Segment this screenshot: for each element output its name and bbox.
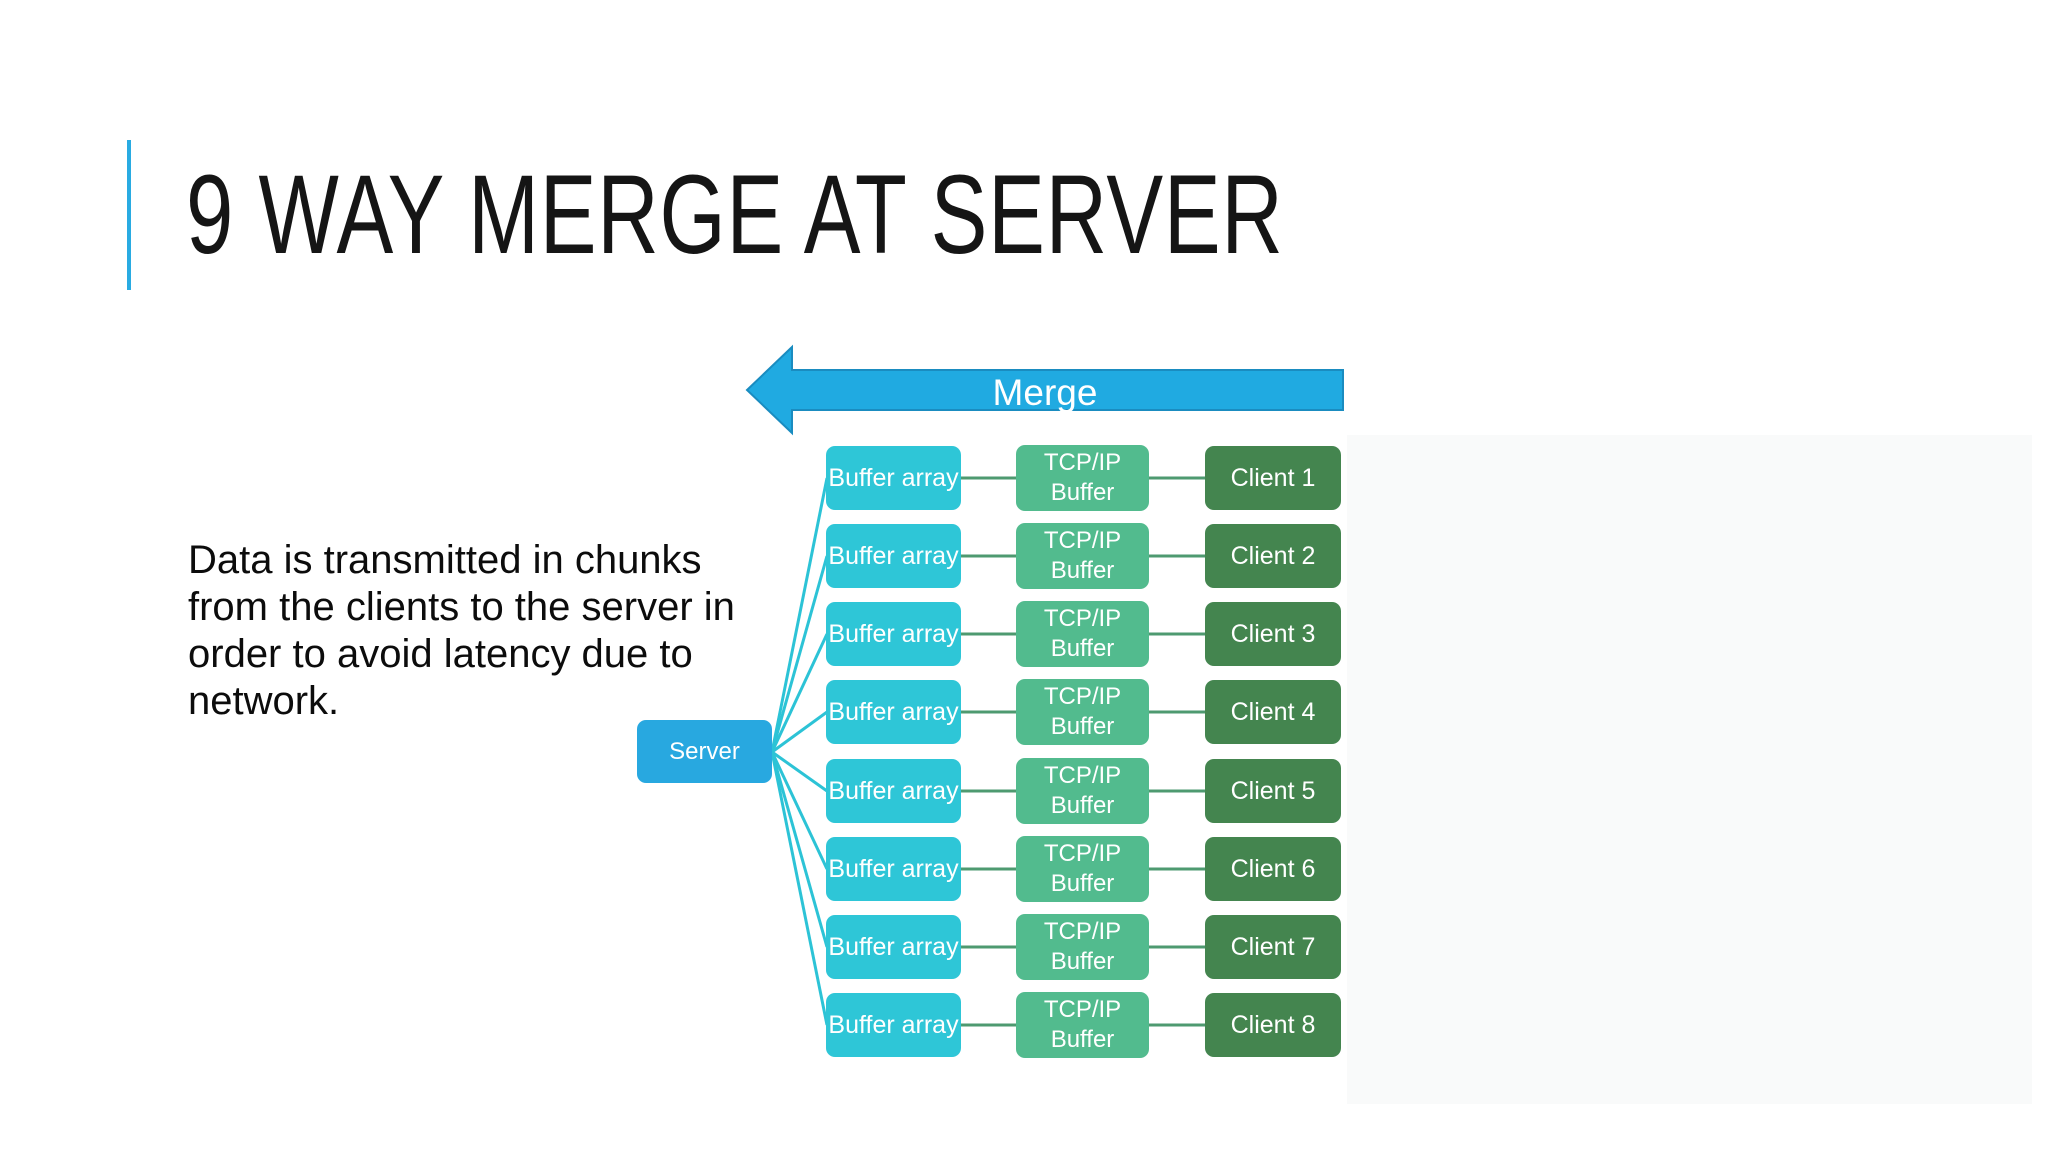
body-paragraph: Data is transmitted in chunks from the c… <box>188 537 735 725</box>
tcp-buffer-node: TCP/IP Buffer <box>1016 679 1149 745</box>
tcp-label-line2: Buffer <box>1050 870 1115 897</box>
tcp-buffer-node: TCP/IP Buffer <box>1016 914 1149 980</box>
buffer-array-node: Buffer array <box>826 759 961 823</box>
tcp-label-line2: Buffer <box>1050 713 1115 740</box>
tcp-buffer-node: TCP/IP Buffer <box>1016 445 1149 511</box>
client-node: Client 3 <box>1205 602 1341 666</box>
tcp-label-line2: Buffer <box>1050 1026 1115 1053</box>
tcp-label-line2: Buffer <box>1050 557 1115 584</box>
client-node: Client 4 <box>1205 680 1341 744</box>
tcp-buffer-node: TCP/IP Buffer <box>1016 992 1149 1058</box>
tcp-buffer-node: TCP/IP Buffer <box>1016 758 1149 824</box>
body-line: from the clients to the server in <box>188 585 735 629</box>
client-node: Client 5 <box>1205 759 1341 823</box>
tcp-buffer-node: TCP/IP Buffer <box>1016 836 1149 902</box>
page-title: 9 WAY MERGE AT SERVER <box>186 152 1284 277</box>
body-line: network. <box>188 679 340 723</box>
tcp-label-line2: Buffer <box>1050 479 1115 506</box>
merge-arrow-label: Merge <box>992 372 1098 413</box>
buffer-array-node: Buffer array <box>826 837 961 901</box>
buffer-array-node: Buffer array <box>826 993 961 1057</box>
tcp-buffer-node: TCP/IP Buffer <box>1016 523 1149 589</box>
client-node: Client 6 <box>1205 837 1341 901</box>
body-line: Data is transmitted in chunks <box>188 538 702 582</box>
buffer-array-node: Buffer array <box>826 680 961 744</box>
tcp-label-line2: Buffer <box>1050 635 1115 662</box>
tcp-label-line1: TCP/IP <box>1043 605 1122 632</box>
buffer-array-node: Buffer array <box>826 602 961 666</box>
tcp-label-line2: Buffer <box>1050 948 1115 975</box>
buffer-array-node: Buffer array <box>826 446 961 510</box>
buffer-tcp-lines <box>955 476 1022 1027</box>
buffer-array-node: Buffer array <box>826 524 961 588</box>
tcp-label-line1: TCP/IP <box>1043 683 1122 710</box>
tcp-label-line2: Buffer <box>1050 792 1115 819</box>
tcp-label-line1: TCP/IP <box>1043 840 1122 867</box>
body-line: order to avoid latency due to <box>188 632 693 676</box>
client-node: Client 2 <box>1205 524 1341 588</box>
client-node: Client 8 <box>1205 993 1341 1057</box>
server-fan-lines <box>770 477 829 1026</box>
tcp-label-line1: TCP/IP <box>1043 918 1122 945</box>
tcp-label-line1: TCP/IP <box>1043 762 1122 789</box>
client-node: Client 7 <box>1205 915 1341 979</box>
tcp-label-line1: TCP/IP <box>1043 996 1122 1023</box>
title-accent-bar <box>127 140 131 290</box>
buffer-array-node: Buffer array <box>826 915 961 979</box>
tcp-client-lines <box>1143 476 1210 1027</box>
client-node: Client 1 <box>1205 446 1341 510</box>
tcp-buffer-node: TCP/IP Buffer <box>1016 601 1149 667</box>
server-node: Server <box>637 720 772 783</box>
merge-arrow <box>745 344 1344 436</box>
background-panel <box>1347 435 2032 1104</box>
tcp-label-line1: TCP/IP <box>1043 449 1122 476</box>
tcp-label-line1: TCP/IP <box>1043 527 1122 554</box>
